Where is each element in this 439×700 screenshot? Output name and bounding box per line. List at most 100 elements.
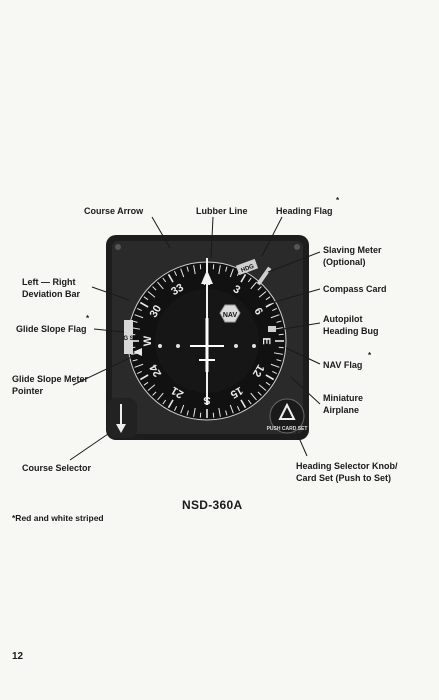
compass-tick	[265, 296, 271, 301]
compass-tick	[247, 399, 252, 405]
label-autopilot-line2: Heading Bug	[323, 326, 379, 336]
compass-tick	[265, 381, 271, 386]
compass-tick	[272, 370, 277, 374]
label-nav-flag: NAV Flag	[323, 360, 363, 370]
compass-tick	[240, 273, 247, 283]
label-gs-pointer-line2: Pointer	[12, 386, 44, 396]
compass-tick	[258, 291, 267, 298]
compass-tick	[174, 271, 178, 276]
label-knob-line1: Heading Selector Knob/	[296, 461, 398, 471]
compass-tick	[180, 268, 185, 278]
compass-tick	[134, 363, 144, 368]
label-compass-card: Compass Card	[323, 284, 387, 294]
label-lubber-line: Lubber Line	[196, 206, 248, 216]
label-slaving-meter-line1: Slaving Meter	[323, 245, 382, 255]
compass-tick	[132, 359, 138, 362]
glide-slope-pointer	[133, 348, 142, 356]
label-autopilot-line1: Autopilot	[323, 314, 363, 324]
nav-flag: NAV	[219, 304, 241, 323]
compass-tick	[240, 399, 247, 409]
model-caption: NSD-360A	[182, 498, 243, 512]
compass-tick	[218, 265, 221, 275]
svg-text:HDG: HDG	[240, 264, 255, 274]
label-slaving-meter-line2: (Optional)	[323, 257, 366, 267]
label-glide-slope-flag: Glide Slope Flag	[16, 324, 87, 334]
compass-tick	[270, 314, 280, 319]
compass-numeral: 33	[169, 282, 186, 299]
compass-tick	[132, 320, 138, 323]
compass-tick	[247, 277, 252, 283]
compass-tick	[139, 301, 149, 308]
asterisk-glide-slope-flag: *	[86, 314, 90, 323]
compass-tick	[273, 352, 283, 355]
compass-tick	[186, 410, 189, 416]
compass-tick	[276, 359, 282, 362]
compass-tick	[218, 407, 221, 417]
compass-numeral: W	[142, 335, 154, 346]
label-knob-line2: Card Set (Push to Set)	[296, 473, 392, 483]
compass-tick	[265, 301, 275, 308]
compass-numeral: 15	[228, 384, 245, 401]
label-heading-flag: Heading Flag	[276, 206, 333, 216]
label-miniature-airplane: Miniature Airplane	[323, 392, 363, 416]
compass-tick	[157, 392, 164, 401]
compass-tick	[257, 286, 262, 291]
compass-tick	[143, 296, 149, 301]
compass-tick	[276, 320, 282, 323]
label-heading-selector-knob: Heading Selector Knob/ Card Set (Push to…	[296, 460, 398, 484]
compass-tick	[157, 281, 164, 290]
compass-tick	[137, 308, 142, 312]
label-deviation-line1: Left — Right	[22, 277, 76, 287]
compass-tick	[225, 266, 228, 272]
compass-numeral: 6	[251, 306, 264, 317]
compass-tick	[250, 281, 257, 290]
compass-tick	[143, 381, 149, 386]
compass-tick	[174, 406, 178, 411]
label-deviation-line2: Deviation Bar	[22, 289, 81, 299]
heading-bug	[268, 326, 276, 332]
page-number: 12	[12, 651, 24, 662]
label-glide-slope-pointer: Glide Slope Meter Pointer	[12, 373, 88, 397]
label-course-selector: Course Selector	[22, 463, 92, 473]
glide-slope-flag: G S	[123, 320, 134, 354]
compass-tick	[193, 407, 196, 417]
label-autopilot-heading-bug: Autopilot Heading Bug	[323, 313, 379, 337]
compass-tick	[250, 392, 257, 401]
compass-tick	[137, 370, 142, 374]
slaving-meter	[256, 266, 272, 286]
compass-tick	[139, 374, 149, 381]
compass-numeral: 3	[231, 283, 242, 296]
compass-tick	[147, 291, 156, 298]
compass-tick	[270, 363, 280, 368]
compass-numeral: 21	[169, 384, 186, 401]
label-left-right-deviation-bar: Left — Right Deviation Bar	[22, 276, 98, 300]
label-mini-airplane-line1: Miniature	[323, 393, 364, 403]
compass-tick	[265, 374, 275, 381]
compass-tick	[152, 391, 157, 396]
asterisk-nav-flag: *	[368, 351, 372, 360]
heading-selector-knob: PUSH CARD SET	[267, 398, 307, 434]
compass-tick	[152, 286, 157, 291]
compass-tick	[134, 314, 144, 319]
compass-tick	[167, 399, 174, 409]
label-course-arrow: Course Arrow	[84, 206, 144, 216]
compass-tick	[180, 404, 185, 414]
compass-tick	[236, 406, 240, 411]
svg-text:G S: G S	[123, 336, 133, 342]
asterisk-heading-flag: *	[336, 196, 340, 205]
label-mini-airplane-line2: Airplane	[323, 405, 360, 415]
compass-tick	[229, 404, 234, 414]
label-gs-pointer-line1: Glide Slope Meter	[12, 374, 89, 384]
compass-tick	[162, 277, 167, 283]
compass-tick	[225, 410, 228, 416]
footnote: *Red and white striped	[12, 513, 104, 523]
compass-numeral: 12	[250, 362, 267, 379]
compass-tick	[162, 399, 167, 405]
compass-tick	[147, 384, 156, 391]
compass-tick	[257, 391, 262, 396]
compass-tick	[258, 384, 267, 391]
compass-numeral: E	[260, 337, 272, 344]
svg-text:NAV: NAV	[223, 312, 238, 319]
